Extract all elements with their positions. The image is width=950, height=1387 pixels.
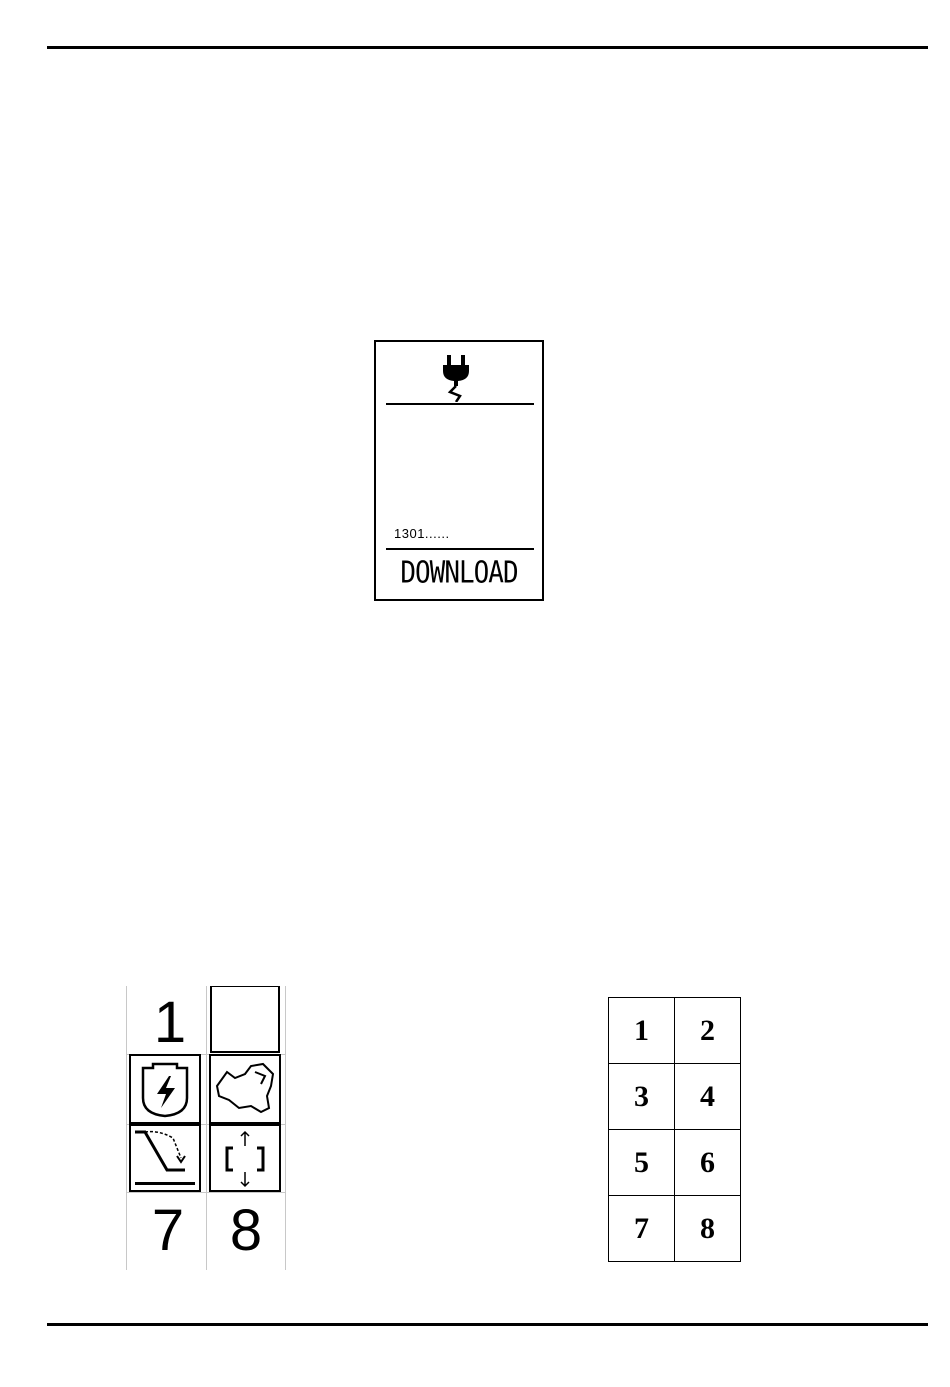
empty-icon-slot bbox=[210, 986, 280, 1053]
table-cell: 4 bbox=[675, 1064, 741, 1130]
vertical-bracket-arrows-icon bbox=[209, 1124, 281, 1192]
table-cell: 8 bbox=[675, 1196, 741, 1262]
grid-line bbox=[206, 986, 207, 1270]
table-row: 7 8 bbox=[609, 1196, 741, 1262]
table-row: 1 2 bbox=[609, 998, 741, 1064]
lever-drop-icon bbox=[129, 1124, 201, 1192]
mode-label: DOWNLOAD bbox=[376, 556, 542, 591]
device-display: 1301...... DOWNLOAD bbox=[374, 340, 544, 601]
table-cell: 1 bbox=[609, 998, 675, 1064]
bottom-rule bbox=[47, 1323, 928, 1326]
table-row: 5 6 bbox=[609, 1130, 741, 1196]
grid-number-7: 7 bbox=[132, 1202, 204, 1260]
fuel-can-icon bbox=[209, 1054, 281, 1124]
table-cell: 2 bbox=[675, 998, 741, 1064]
grid-line bbox=[285, 986, 286, 1270]
display-separator-bottom bbox=[386, 548, 534, 550]
top-rule bbox=[47, 46, 928, 49]
table-cell: 6 bbox=[675, 1130, 741, 1196]
grid-number-1: 1 bbox=[134, 994, 206, 1052]
grid-number-8: 8 bbox=[210, 1202, 282, 1260]
plug-icon bbox=[438, 352, 474, 402]
number-table: 1 2 3 4 5 6 7 8 bbox=[608, 997, 741, 1262]
table-cell: 3 bbox=[609, 1064, 675, 1130]
engine-power-icon bbox=[129, 1054, 201, 1124]
grid-line bbox=[126, 986, 127, 1270]
table-cell: 5 bbox=[609, 1130, 675, 1196]
table-row: 3 4 bbox=[609, 1064, 741, 1130]
icon-grid: 1 7 8 bbox=[126, 986, 288, 1270]
display-separator-top bbox=[386, 403, 534, 405]
table-cell: 7 bbox=[609, 1196, 675, 1262]
status-text: 1301...... bbox=[394, 526, 450, 541]
